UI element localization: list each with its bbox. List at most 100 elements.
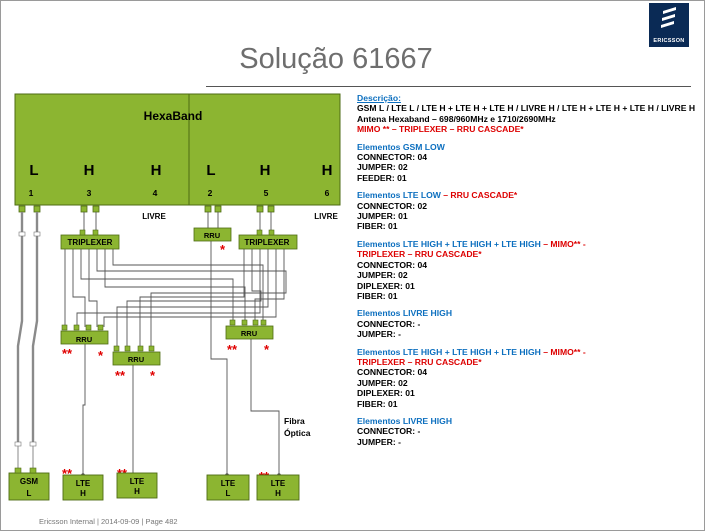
- cable-joint: [29, 441, 37, 447]
- band-label-5: H: [260, 162, 271, 179]
- cascade-mark: *: [98, 348, 104, 363]
- band-label-2: L: [206, 162, 215, 179]
- port-number-4: 4: [153, 188, 158, 198]
- section-line: CONNECTOR: -: [357, 426, 421, 437]
- antenna-port: [80, 205, 88, 213]
- rru-left-lower: [112, 351, 161, 366]
- lte-high-unit: [62, 474, 104, 501]
- unit-gsm-l-line2: L: [27, 489, 32, 498]
- fiber-label-line2: Óptica: [284, 427, 311, 438]
- antenna-port: [18, 205, 26, 213]
- section-line: FEEDER: 01: [357, 172, 407, 183]
- footer: Ericsson Internal | 2014-09-09 | Page 48…: [39, 517, 178, 526]
- unit-gsm-l-line1: GSM: [20, 477, 39, 486]
- description-block: Descrição: GSM L / LTE L / LTE H + LTE H…: [357, 93, 702, 135]
- rru-right: [225, 325, 274, 340]
- livre-label-6: LIVRE: [314, 212, 338, 221]
- unit-lte-h3-line2: H: [275, 489, 281, 498]
- description-line: Antena Hexaband – 698/960MHz e 1710/2690…: [357, 113, 556, 124]
- band-label-1: L: [29, 162, 38, 179]
- lte-high-unit: [116, 472, 158, 499]
- description-panel: Descrição: GSM L / LTE L / LTE H + LTE H…: [357, 93, 702, 454]
- description-line: GSM L / LTE L / LTE H + LTE H + LTE H / …: [357, 103, 696, 114]
- hexaband-label: HexaBand: [144, 109, 203, 123]
- port-number-5: 5: [264, 188, 269, 198]
- section-title-line2: TRIPLEXER – RRU CASCADE*: [357, 356, 482, 367]
- section-line: CONNECTOR: 04: [357, 367, 428, 378]
- rru-left-upper: [60, 330, 109, 345]
- band-label-6: H: [322, 162, 333, 179]
- ericsson-logo-icon: [661, 7, 676, 28]
- unit-lte-h1-line2: H: [80, 489, 86, 498]
- lte-low-unit: [206, 474, 250, 501]
- mimo-mark: **: [62, 346, 73, 361]
- section-title-line2: TRIPLEXER – RRU CASCADE*: [357, 249, 482, 260]
- section-line: JUMPER: 02: [357, 270, 408, 281]
- antenna-port: [267, 205, 275, 213]
- lte-high-unit: [256, 474, 300, 501]
- cable-joint: [33, 231, 41, 237]
- port-number-3: 3: [87, 188, 92, 198]
- hexaband-antenna: [14, 93, 341, 206]
- triplexer-right: [238, 234, 298, 250]
- slide-title: Solução 61667: [239, 43, 433, 75]
- mimo-mark: **: [62, 466, 73, 481]
- rru-label-port2: RRU: [204, 231, 220, 240]
- section-title: Elementos LTE HIGH + LTE HIGH + LTE HIGH…: [357, 346, 586, 357]
- section-title: Elementos GSM LOW: [357, 141, 445, 152]
- description-heading: Descrição:: [357, 93, 401, 103]
- cascade-mark: *: [150, 368, 156, 383]
- port-number-2: 2: [208, 188, 213, 198]
- cascade-mark: *: [220, 242, 226, 257]
- section-line: JUMPER: -: [357, 436, 401, 447]
- title-divider: [206, 86, 691, 87]
- antenna-diagram: HexaBand L H H L H H 1 3 4 2 5 6 LIVRE L…: [8, 93, 341, 501]
- antenna-port: [256, 205, 264, 213]
- section-line: DIPLEXER: 01: [357, 388, 415, 399]
- mimo-mark: **: [227, 342, 238, 357]
- cable-joint: [18, 231, 26, 237]
- element-section: Elementos LTE HIGH + LTE HIGH + LTE HIGH…: [357, 239, 702, 301]
- description-line: MIMO ** – TRIPLEXER – RRU CASCADE*: [357, 124, 524, 135]
- section-line: FIBER: 01: [357, 290, 398, 301]
- unit-lte-h2-line1: LTE: [130, 477, 145, 486]
- triplexer-label-right: TRIPLEXER: [245, 238, 290, 247]
- antenna-port: [92, 205, 100, 213]
- antenna-port: [214, 205, 222, 213]
- antenna-port: [33, 205, 41, 213]
- rru-label-left-upper: RRU: [76, 335, 92, 344]
- port-number-1: 1: [29, 188, 34, 198]
- ericsson-logo: ERICSSON: [649, 3, 689, 47]
- section-line: JUMPER: 02: [357, 377, 408, 388]
- antenna-port: [204, 205, 212, 213]
- section-line: FIBER: 01: [357, 398, 398, 409]
- section-line: CONNECTOR: 04: [357, 259, 428, 270]
- ericsson-wordmark: ERICSSON: [653, 38, 685, 44]
- gsm-low-unit: [8, 472, 50, 501]
- section-title: Elementos LTE HIGH + LTE HIGH + LTE HIGH…: [357, 238, 586, 249]
- triplexer-left: [60, 234, 120, 250]
- section-line: JUMPER: 02: [357, 162, 408, 173]
- section-line: CONNECTOR: 04: [357, 152, 428, 163]
- unit-lte-l-line1: LTE: [221, 479, 236, 488]
- rru-label-left-lower: RRU: [128, 355, 144, 364]
- band-label-3: H: [84, 162, 95, 179]
- livre-label-4: LIVRE: [142, 212, 166, 221]
- section-line: CONNECTOR: -: [357, 318, 421, 329]
- rru-label-right: RRU: [241, 329, 257, 338]
- fiber-label-line1: Fibra: [284, 416, 305, 426]
- mimo-mark: **: [115, 368, 126, 383]
- section-title: Elementos LIVRE HIGH: [357, 415, 453, 426]
- section-title: Elementos LIVRE HIGH: [357, 308, 453, 319]
- section-title: Elementos LTE LOW – RRU CASCADE*: [357, 190, 518, 201]
- cable-joint: [14, 441, 22, 447]
- unit-lte-h2-line2: H: [134, 487, 140, 496]
- rru-port2: [193, 227, 232, 242]
- section-line: DIPLEXER: 01: [357, 280, 415, 291]
- port-number-6: 6: [325, 188, 330, 198]
